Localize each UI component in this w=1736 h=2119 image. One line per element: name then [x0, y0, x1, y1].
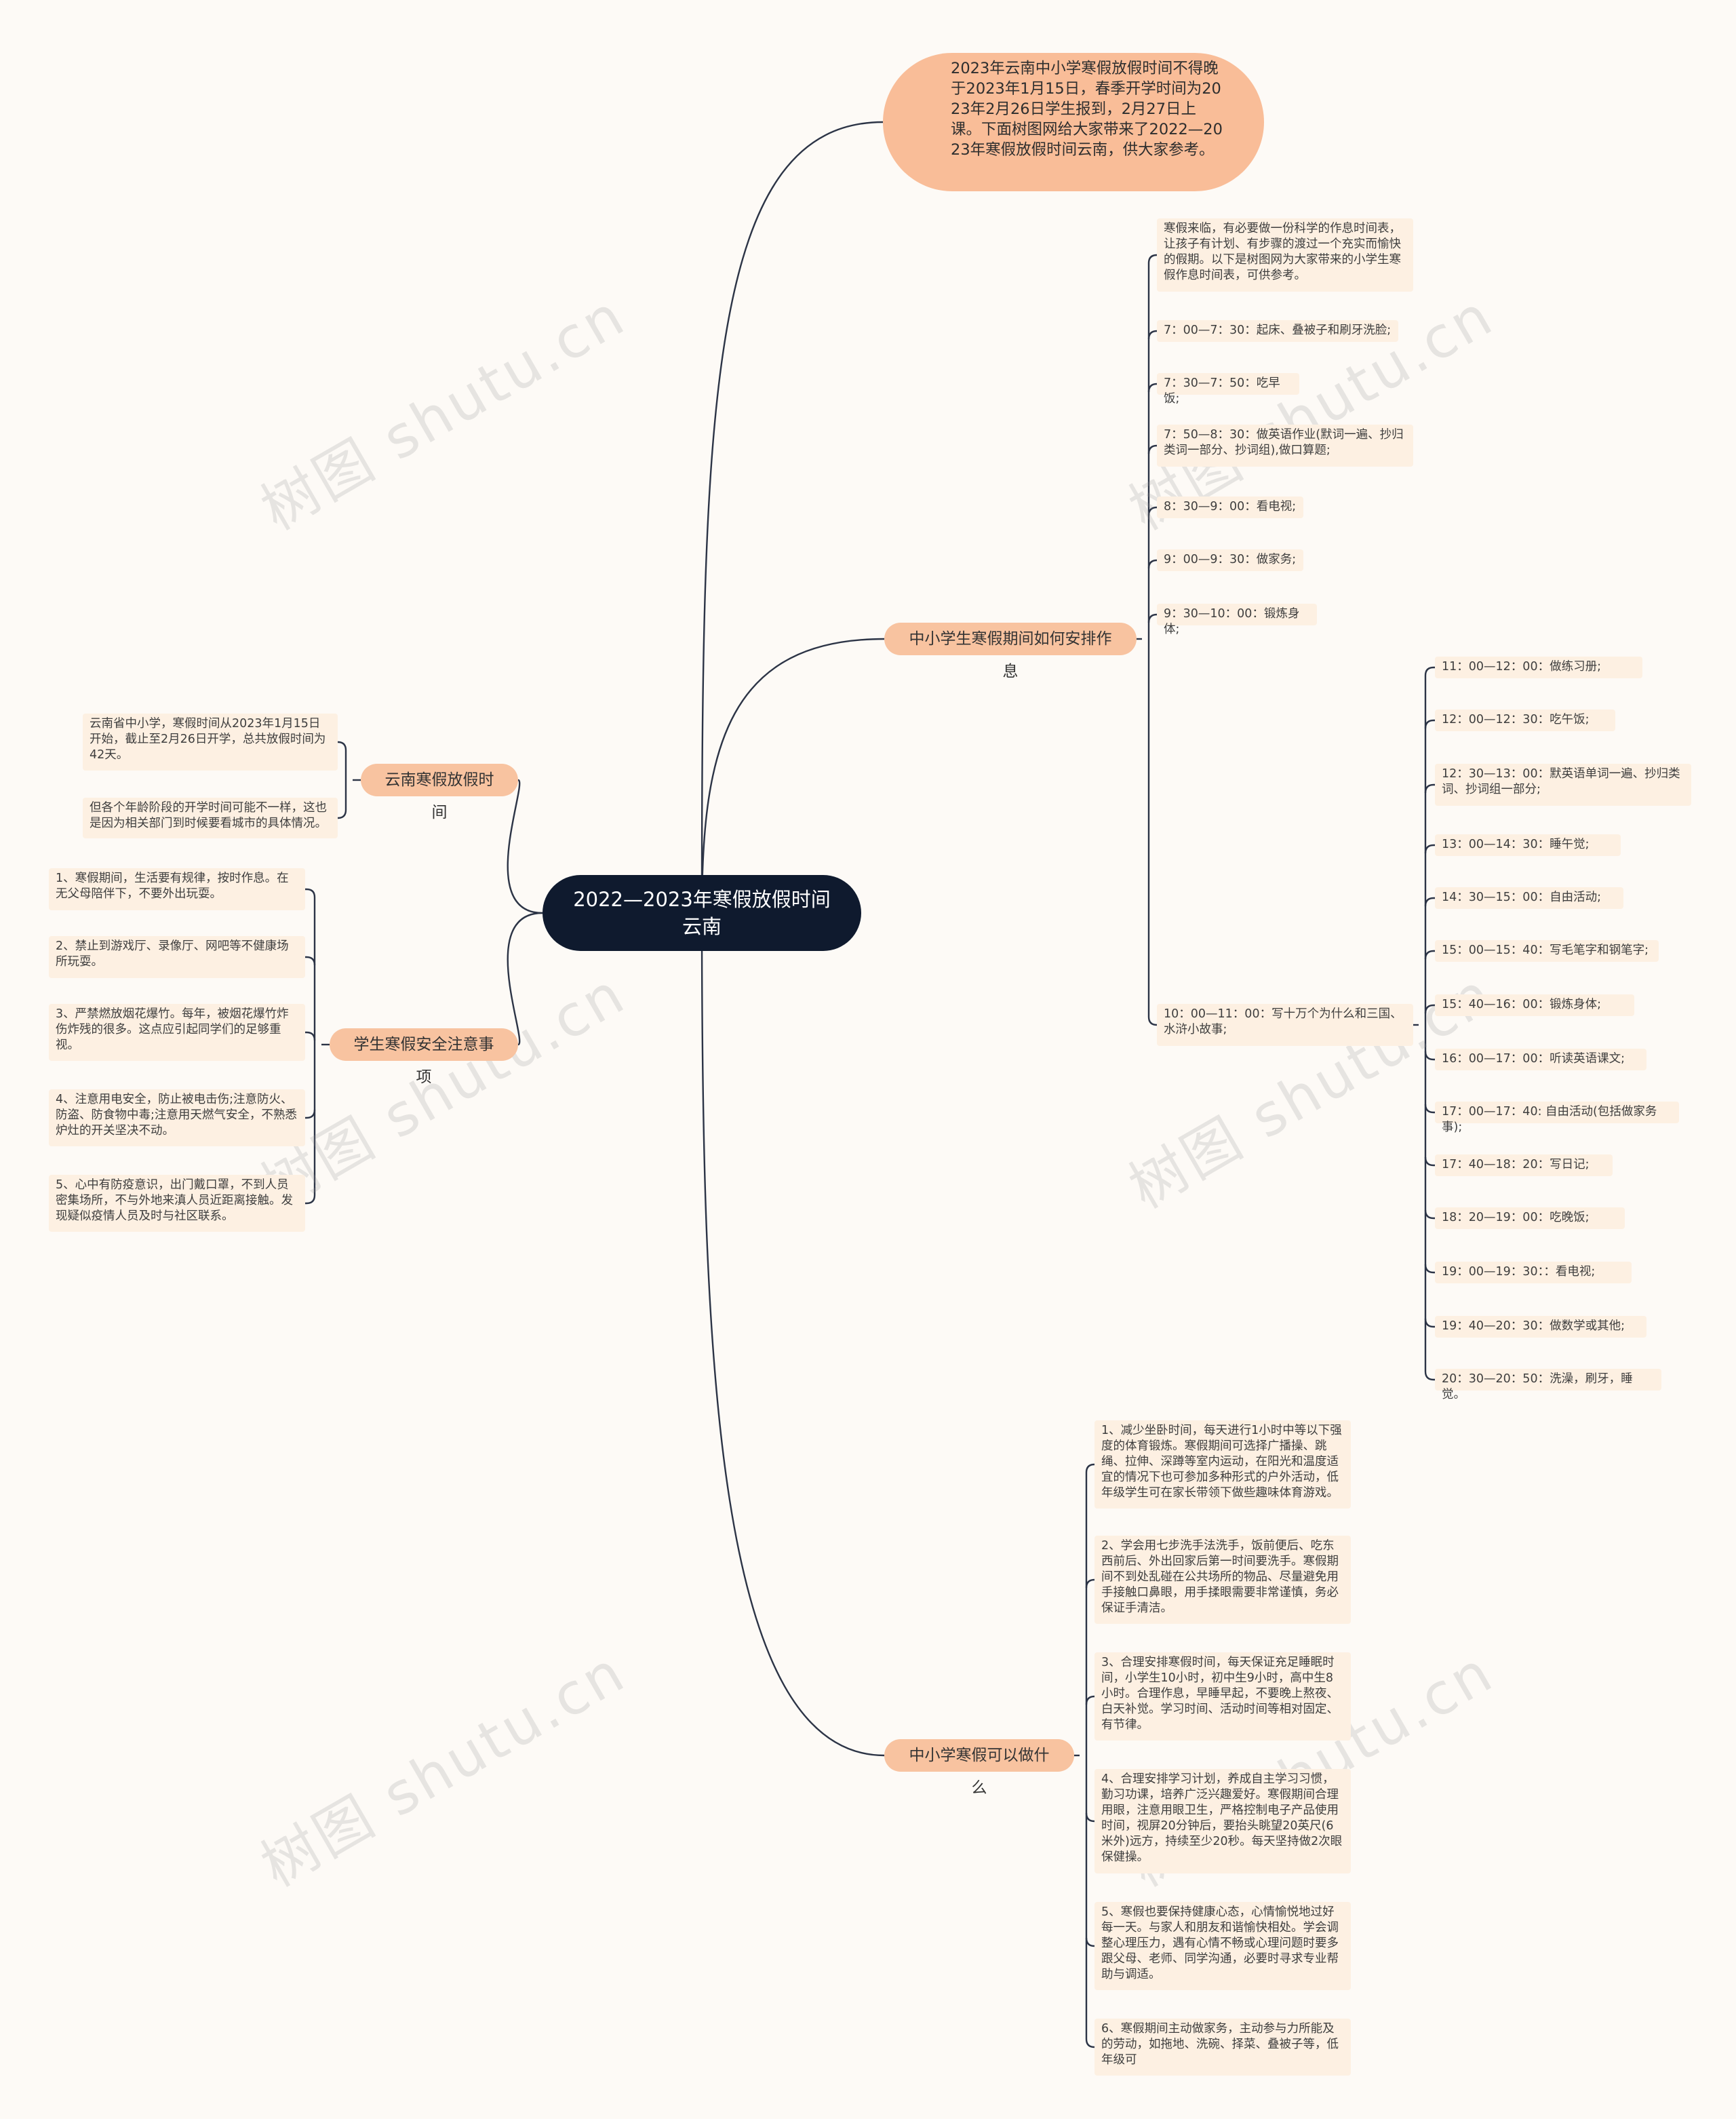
afternoon-link	[1424, 719, 1435, 729]
afternoon-link	[1424, 844, 1435, 854]
branch-schedule[interactable]: 中小学生寒假期间如何安排作息	[884, 623, 1137, 680]
afternoon-link	[1424, 1371, 1435, 1381]
afternoon-item: 19：00—19：30：：看电视;	[1435, 1262, 1632, 1283]
link-root-intro	[701, 121, 884, 914]
afternoon-link	[1424, 1156, 1435, 1167]
schedule-item: 9：00—9：30：做家务;	[1157, 549, 1303, 571]
afternoon-item: 12：30—13：00：默英语单词一遍、抄归类词、抄词组一部分;	[1435, 764, 1691, 806]
safety-link	[305, 1194, 316, 1205]
schedule-item: 9：30—10：00：锻炼身体;	[1157, 604, 1317, 636]
afternoon-item: 18：20—19：00：吃晚饭;	[1435, 1207, 1625, 1229]
schedule-link	[1147, 1016, 1158, 1026]
activities-link	[1085, 1812, 1095, 1823]
activity-item: 2、学会用七步洗手法洗手，饭前便后、吃东西前后、外出回家后第一时间要洗手。寒假期…	[1094, 1536, 1351, 1624]
afternoon-item: 14：30—15：00：自由活动;	[1435, 887, 1623, 909]
afternoon-item: 16：00—17：00：听读英语课文;	[1435, 1049, 1646, 1070]
afternoon-item: 11：00—12：00：做练习册;	[1435, 657, 1642, 678]
activity-item: 4、合理安排学习计划，养成自主学习习惯，勤习功课，培养广泛兴趣爱好。寒假期间合理…	[1094, 1769, 1351, 1873]
afternoon-link	[1424, 783, 1435, 794]
schedule-link	[1147, 444, 1158, 454]
schedule-link	[1147, 559, 1158, 569]
afternoon-item: 12：00—12：30：吃午饭;	[1435, 709, 1615, 731]
activity-item: 6、寒假期间主动做家务，主动参与力所能及的劳动，如拖地、洗碗、择菜、叠被子等，低…	[1094, 2019, 1351, 2076]
afternoon-link	[1424, 666, 1435, 676]
schedule-item: 7：30—7：50：吃早饭;	[1157, 373, 1299, 406]
schedule-link	[1147, 506, 1158, 516]
holiday-item: 云南省中小学，寒假时间从2023年1月15日开始，截止至2月26日开学，总共放假…	[83, 714, 338, 771]
link-root-safety	[507, 912, 543, 1046]
afternoon-link	[1424, 897, 1435, 907]
schedule-item: 7：00—7：30：起床、叠被子和刷牙洗脸;	[1157, 320, 1398, 342]
afternoon-link	[1424, 1051, 1435, 1061]
afternoon-link	[1424, 950, 1435, 960]
intro-node[interactable]: 2023年云南中小学寒假放假时间不得晚于2023年1月15日，春季开学时间为20…	[883, 53, 1264, 191]
afternoon-link	[1424, 1209, 1435, 1220]
afternoon-item: 15：40—16：00：锻炼身体;	[1435, 994, 1634, 1016]
afternoon-item: 19：40—20：30：做数学或其他;	[1435, 1316, 1646, 1338]
schedule-item: 8：30—9：00：看电视;	[1157, 497, 1303, 518]
branch-safety[interactable]: 学生寒假安全注意事项	[330, 1028, 518, 1086]
activity-item: 5、寒假也要保持健康心态，心情愉悦地过好每一天。与家人和朋友和谐愉快相处。学会调…	[1094, 1902, 1351, 1990]
afternoon-item: 17：00—17：40: 自由活动(包括做家务事);	[1435, 1102, 1679, 1134]
safety-link	[305, 1109, 316, 1119]
holiday-link	[337, 741, 347, 751]
afternoon-item: 13：00—14：30：睡午觉;	[1435, 834, 1621, 856]
schedule-link	[1147, 613, 1158, 623]
afternoon-link	[1424, 1264, 1435, 1274]
schedule-item: 7：50—8：30：做英语作业(默词一遍、抄归类词一部分、抄词组),做口算题;	[1157, 425, 1413, 467]
safety-item: 1、寒假期间，生活要有规律，按时作息。在无父母陪伴下，不要外出玩耍。	[49, 868, 305, 910]
afternoon-item: 20：30—20：50：洗澡，刷牙，睡觉。	[1435, 1369, 1661, 1401]
activity-item: 1、减少坐卧时间，每天进行1小时中等以下强度的体育锻炼。寒假期间可选择广播操、跳…	[1094, 1420, 1351, 1509]
schedule-link	[1147, 383, 1158, 393]
schedule-item: 寒假来临，有必要做一份科学的作息时间表，让孩子有计划、有步骤的渡过一个充实而愉快…	[1157, 218, 1413, 292]
afternoon-link	[1424, 1318, 1435, 1328]
safety-link	[305, 1031, 316, 1041]
link-root-schedule	[701, 638, 885, 914]
holiday-item: 但各个年龄阶段的开学时间可能不一样，这也是因为相关部门到时候要看城市的具体情况。	[83, 798, 338, 838]
schedule-link	[1147, 254, 1158, 264]
afternoon-link	[1424, 1104, 1435, 1114]
activities-link	[1085, 1463, 1095, 1473]
link-root-activities	[701, 912, 885, 1757]
activities-link	[1085, 1578, 1095, 1589]
activities-link	[1085, 1937, 1095, 1947]
afternoon-item: 15：00—15：40：写毛笔字和钢笔字;	[1435, 940, 1659, 962]
safety-item: 3、严禁燃放烟花爆竹。每年，被烟花爆竹炸伤炸残的很多。这点应引起同学们的足够重视…	[49, 1004, 305, 1061]
activity-item: 3、合理安排寒假时间，每天保证充足睡眠时间，小学生10小时，初中生9小时，高中生…	[1094, 1652, 1351, 1741]
activities-link	[1085, 1695, 1095, 1705]
schedule-item: 10：00—11：00：写十万个为什么和三国、水浒小故事;	[1157, 1004, 1413, 1046]
safety-link	[305, 956, 316, 966]
safety-item: 2、禁止到游戏厅、录像厅、网吧等不健康场所玩耍。	[49, 936, 305, 978]
afternoon-link	[1424, 1004, 1435, 1014]
activities-link	[1085, 2038, 1095, 2048]
schedule-link	[1147, 330, 1158, 340]
safety-item: 4、注意用电安全，防止被电击伤;注意防火、防盗、防食物中毒;注意用天燃气安全，不…	[49, 1089, 305, 1146]
safety-item: 5、心中有防疫意识，出门戴口罩，不到人员密集场所，不与外地来滇人员近距离接触。发…	[49, 1175, 305, 1232]
afternoon-item: 17：40—18：20：写日记;	[1435, 1154, 1613, 1176]
branch-holiday-time[interactable]: 云南寒假放假时间	[361, 764, 518, 821]
safety-link	[305, 888, 316, 898]
link-root-holiday	[507, 779, 543, 914]
root-node[interactable]: 2022—2023年寒假放假时间云南	[542, 875, 861, 951]
branch-activities[interactable]: 中小学寒假可以做什么	[884, 1739, 1074, 1797]
holiday-link	[337, 809, 347, 819]
